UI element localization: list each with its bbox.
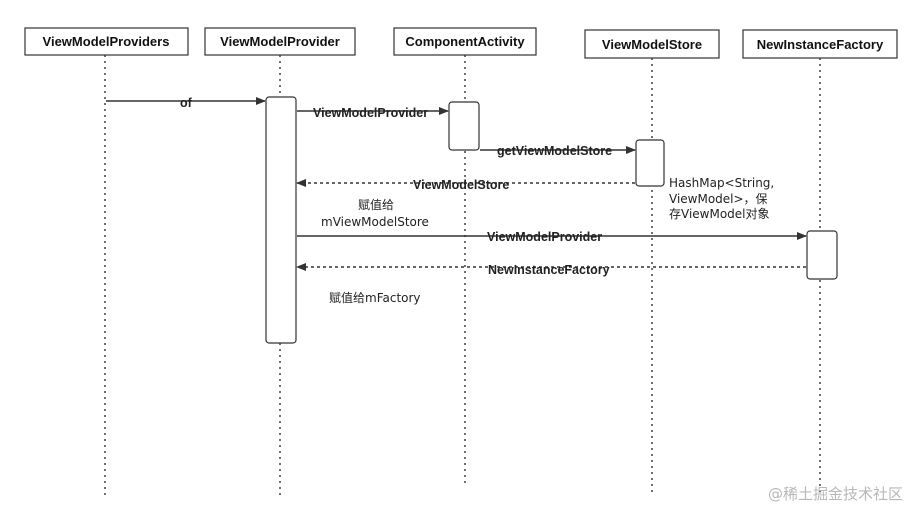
- message-label-viewmodelstore: ViewModelStore: [413, 178, 509, 192]
- activation-newinstancefactory: [806, 230, 838, 280]
- activation-componentactivity: [448, 101, 480, 151]
- message-label-getviewmodelstore: getViewModelStore: [497, 144, 612, 158]
- message-label-of: of: [180, 96, 193, 110]
- participant-label: ViewModelProvider: [220, 34, 340, 49]
- message-label-viewmodelprovider-1: ViewModelProvider: [313, 106, 428, 120]
- participant-label: ComponentActivity: [405, 34, 525, 49]
- participant-componentactivity: ComponentActivity: [393, 27, 537, 56]
- participant-viewmodelstore: ViewModelStore: [584, 29, 720, 59]
- note-assign-factory: 赋值给mFactory: [329, 290, 421, 305]
- note-assign-store-line2: mViewModelStore: [321, 215, 429, 229]
- activation-viewmodelprovider: [265, 96, 297, 344]
- activation-viewmodelstore: [635, 139, 665, 187]
- note-hashmap-line3: 存ViewModel对象: [669, 207, 770, 221]
- participant-label: ViewModelProviders: [43, 34, 170, 49]
- participant-newinstancefactory: NewInstanceFactory: [742, 29, 898, 59]
- note-assign-store-line1: 赋值给: [358, 197, 394, 212]
- watermark: @稀土掘金技术社区: [768, 485, 903, 503]
- message-label-newinstancefactory: NewInstanceFactory: [488, 263, 610, 277]
- participant-viewmodelproviders: ViewModelProviders: [24, 27, 189, 56]
- note-hashmap-line2: ViewModel>，保: [669, 192, 768, 206]
- message-label-viewmodelprovider-2: ViewModelProvider: [487, 230, 602, 244]
- participant-viewmodelprovider: ViewModelProvider: [204, 27, 356, 56]
- participant-label: NewInstanceFactory: [757, 37, 884, 52]
- participant-label: ViewModelStore: [602, 37, 702, 52]
- note-hashmap-line1: HashMap<String,: [669, 176, 774, 190]
